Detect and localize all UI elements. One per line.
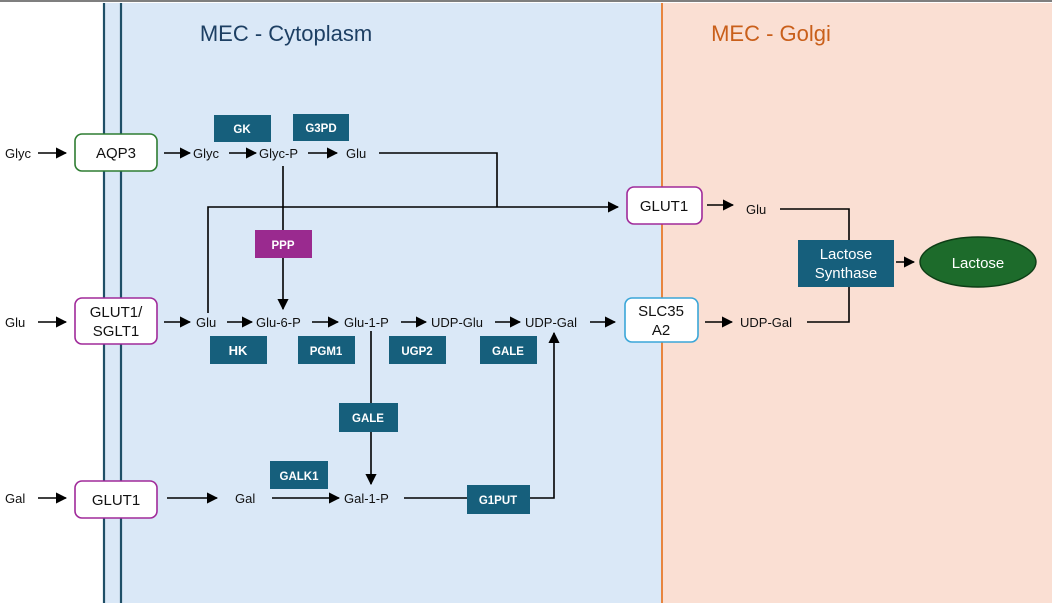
glut1-sglt1-label-line1: GLUT1/ <box>90 304 143 321</box>
slc35a2-label-line1: SLC35 <box>638 303 684 320</box>
enzyme-ugp2 <box>389 336 446 364</box>
enzyme-ppp <box>255 230 312 258</box>
enzyme-ugp2-label: UGP2 <box>401 346 432 358</box>
metab-glu-top: Glu <box>346 146 366 161</box>
metab-udp-glu: UDP-Glu <box>431 315 483 330</box>
golgi-region <box>662 3 1052 603</box>
enzyme-gale-top-label: GALE <box>492 346 524 358</box>
metab-gal: Gal <box>235 491 255 506</box>
input-gal: Gal <box>5 491 25 506</box>
line-glu-top-to-glut1 <box>379 152 498 207</box>
metab-udp-gal-golgi: UDP-Gal <box>740 315 792 330</box>
enzyme-gale-mid <box>339 403 398 432</box>
slc35a2-transporter <box>624 297 699 343</box>
enzyme-gk <box>214 115 271 142</box>
enzyme-gale-mid-label: GALE <box>352 413 384 425</box>
enzyme-lactose-synthase-line1: Lactose <box>820 246 873 263</box>
enzyme-galk1-label: GALK1 <box>280 471 320 483</box>
product-lactose <box>919 236 1037 288</box>
glut1-gal-label: GLUT1 <box>92 492 140 509</box>
enzyme-lactose-synthase <box>798 240 894 287</box>
enzyme-galk1 <box>270 461 328 489</box>
enzyme-lactose-synthase-line2: Synthase <box>815 265 878 282</box>
metab-glyc-p: Glyc-P <box>259 146 298 161</box>
enzyme-hk-label: HK <box>229 343 248 358</box>
line-glu-to-synthase <box>780 208 850 240</box>
metab-glu-golgi: Glu <box>746 202 766 217</box>
enzyme-hk <box>210 336 267 364</box>
aqp3-transporter <box>74 133 158 172</box>
input-glyc: Glyc <box>5 146 32 161</box>
enzyme-pgm1 <box>298 336 355 364</box>
enzyme-g1put <box>467 485 530 514</box>
metab-udp-gal: UDP-Gal <box>525 315 577 330</box>
metab-glu-1-p: Glu-1-P <box>344 315 389 330</box>
cytoplasm-title: MEC - Cytoplasm <box>200 21 372 46</box>
enzyme-g1put-label: G1PUT <box>479 495 517 507</box>
enzyme-g3pd <box>293 114 349 141</box>
enzyme-gk-label: GK <box>233 124 251 136</box>
glut1-sglt1-label-line2: SGLT1 <box>93 323 139 340</box>
enzyme-pgm1-label: PGM1 <box>310 346 343 358</box>
line-udpgal-to-synthase <box>807 287 850 323</box>
golgi-title: MEC - Golgi <box>711 21 831 46</box>
glut1-gal-transporter <box>74 480 158 519</box>
cytoplasm-region <box>104 3 662 603</box>
enzyme-gale-top <box>480 336 537 364</box>
metab-glu-6-p: Glu-6-P <box>256 315 301 330</box>
aqp3-label: AQP3 <box>96 145 136 162</box>
metab-glyc: Glyc <box>193 146 220 161</box>
metab-glu-mid: Glu <box>196 315 216 330</box>
glut1-sglt1-transporter <box>74 297 158 345</box>
slc35a2-label-line2: A2 <box>652 322 670 339</box>
arrow-glu-mid-to-glut1 <box>207 201 620 313</box>
enzyme-ppp-label: PPP <box>271 240 294 252</box>
metab-gal-1-p: Gal-1-P <box>344 491 389 506</box>
arrow-gal1p-udpgal <box>404 331 560 499</box>
enzyme-g3pd-label: G3PD <box>305 123 336 135</box>
product-lactose-label: Lactose <box>952 255 1005 272</box>
glut1-golgi-transporter <box>626 186 703 225</box>
input-glu: Glu <box>5 315 25 330</box>
glut1-golgi-label: GLUT1 <box>640 198 688 215</box>
